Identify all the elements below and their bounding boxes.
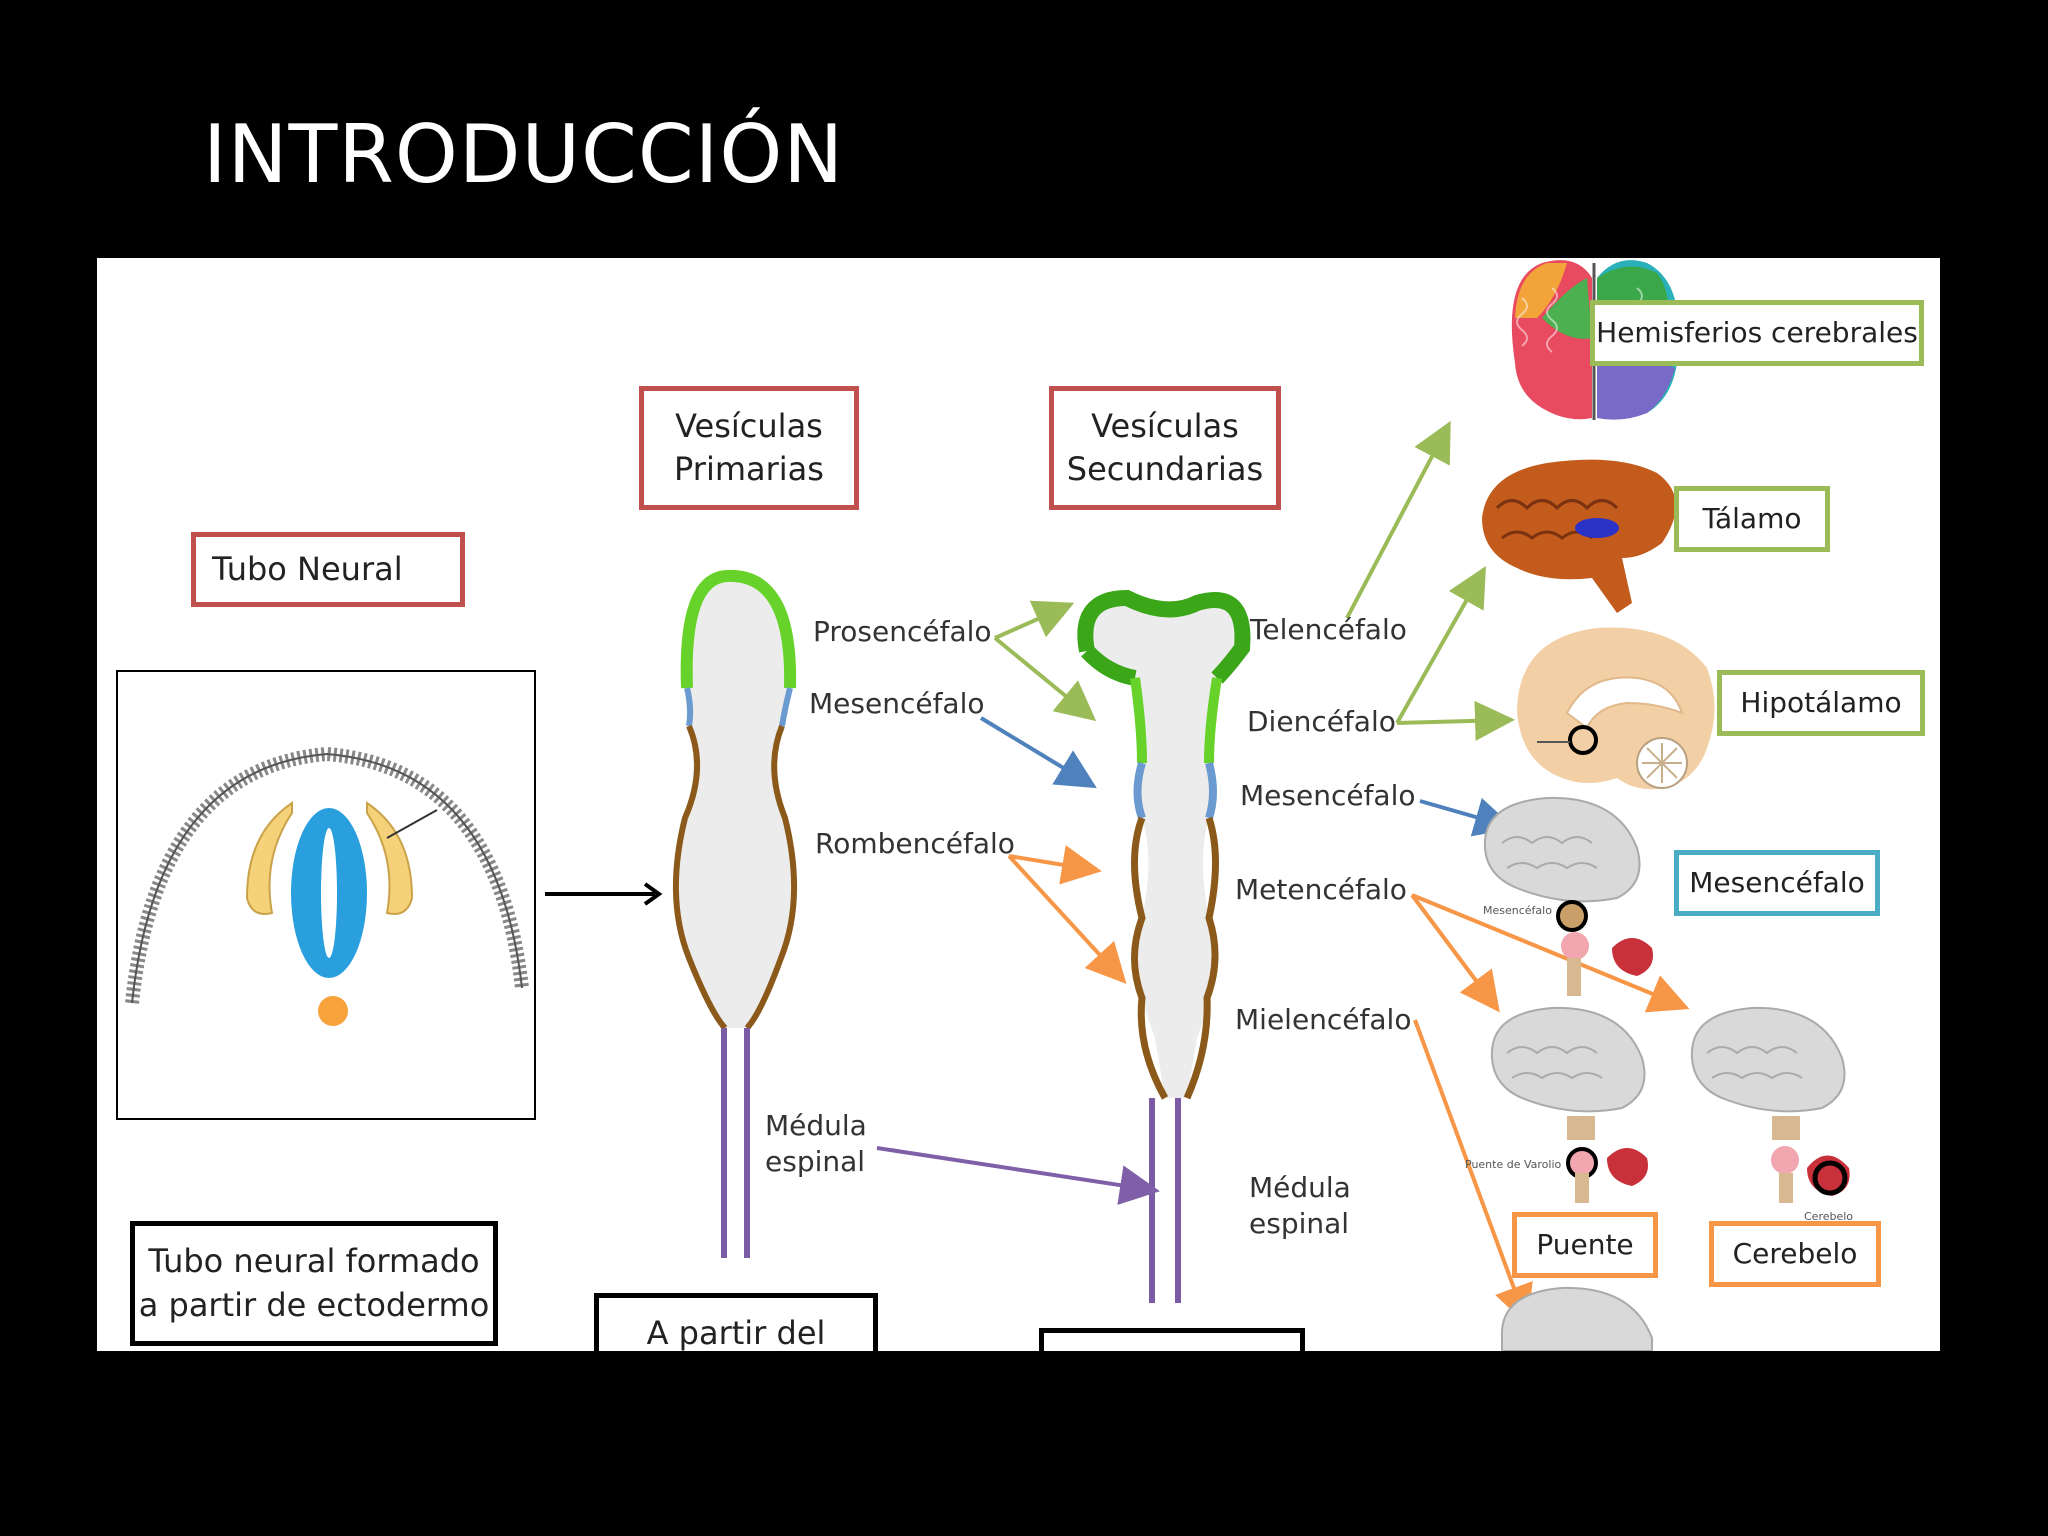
slide-title: INTRODUCCIÓN [203,108,845,201]
label-metencefalo: Metencéfalo [1235,873,1407,906]
label-mesencefalo-primary: Mesencéfalo [809,687,985,720]
small-label-mesencefalo: Mesencéfalo [1483,904,1552,917]
mesencefalo-box: Mesencéfalo [1674,850,1880,916]
hypothalamus-brain-icon [1517,627,1715,790]
small-label-puente-varolio: Puente de Varolio [1465,1158,1562,1171]
hipotalamo-box: Hipotálamo [1717,670,1925,736]
cerebelo-box: Cerebelo [1709,1221,1881,1287]
talamo-box: Tálamo [1674,486,1830,552]
small-label-cerebelo: Cerebelo [1804,1210,1854,1223]
brain-grey-icon [1500,1286,1653,1351]
sagittal-brain-icon [1482,459,1676,613]
a-partir-caption: A partir del [594,1293,878,1351]
label-mielencefalo: Mielencéfalo [1235,1003,1412,1036]
puente-box: Puente [1512,1212,1658,1278]
label-rombencefalo: Rombencéfalo [815,827,1015,860]
neural-tube-cross-section [116,670,536,1120]
brain-grey-icon [1483,796,1653,996]
label-telencefalo: Telencéfalo [1250,613,1407,646]
label-diencefalo: Diencéfalo [1247,705,1396,738]
tubo-neural-header: Tubo Neural [191,532,465,607]
label-prosencefalo: Prosencéfalo [813,615,992,648]
secondary-to-structure-arrows [1345,420,1690,1326]
cut-off-caption-box [1039,1328,1305,1351]
primary-to-secondary-arrows [876,600,1160,1205]
brain-grey-icon [1690,1006,1850,1203]
secondary-vesicles-tube [1077,589,1251,1303]
diagram-graphics [116,260,1850,1351]
primary-vesicles-tube [672,569,798,1258]
hemisferios-box: Hemisferios cerebrales [1590,300,1924,366]
brain-grey-icon [1490,1006,1648,1203]
label-mesencefalo-secondary: Mesencéfalo [1240,779,1416,812]
